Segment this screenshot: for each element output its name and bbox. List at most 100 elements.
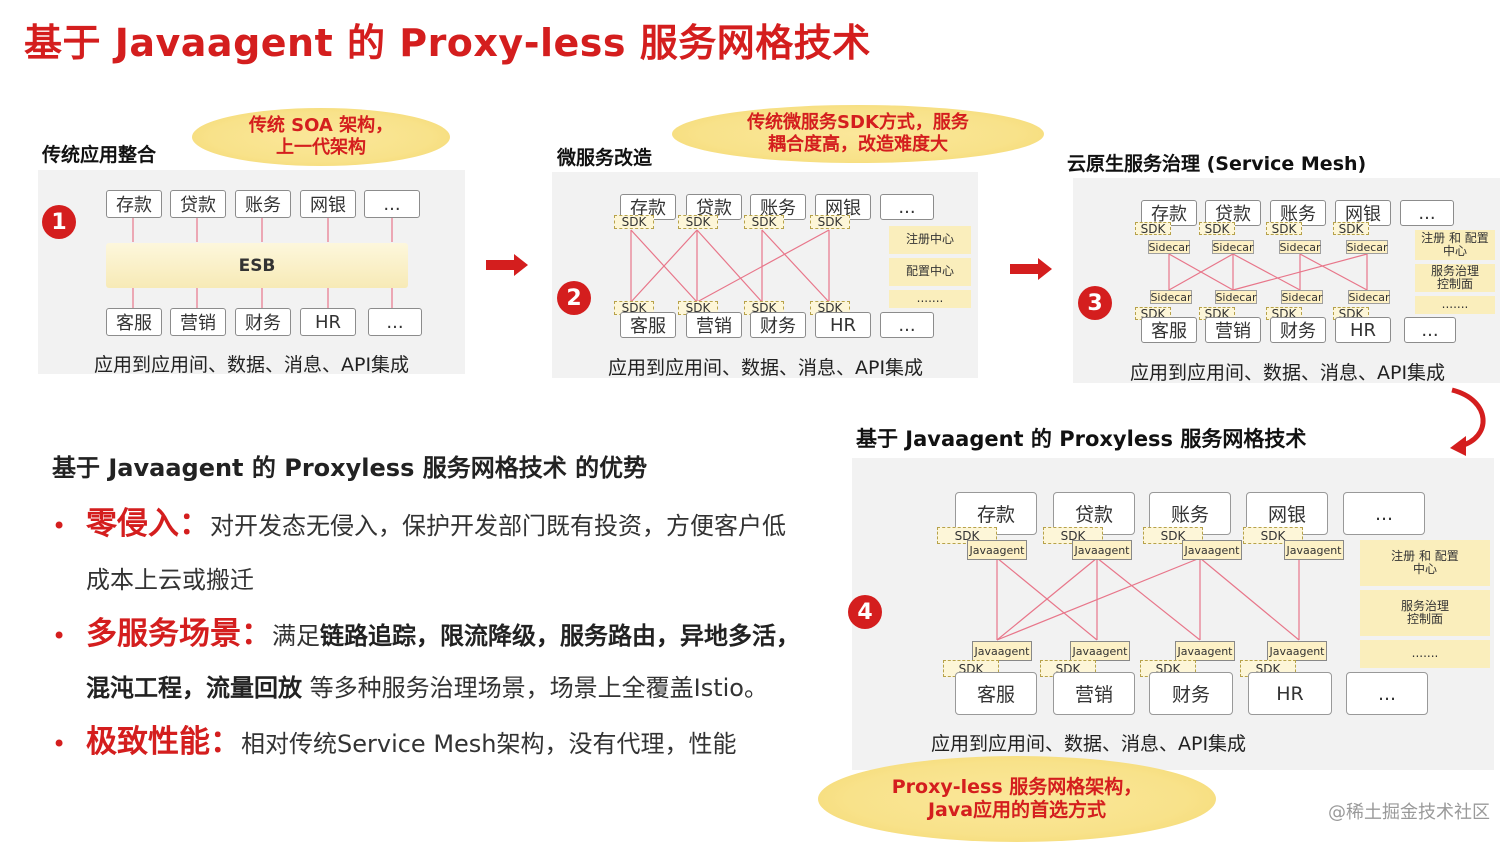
p1-bottom-hr: HR: [300, 308, 356, 336]
p2-sdk-tag: SDK: [810, 215, 850, 229]
p3-top-ebank: 网银: [1335, 200, 1391, 226]
p3-sidecar-tag: Sidecar: [1212, 240, 1254, 254]
p2-side-config: 配置中心: [889, 258, 971, 286]
p4-javaagent-tag: Javaagent: [1284, 540, 1344, 560]
step-number-4: 4: [848, 595, 882, 629]
p3-top-more: ...: [1400, 200, 1454, 226]
step-number-1: 1: [42, 205, 76, 239]
p3-sidecar-tag: Sidecar: [1279, 240, 1321, 254]
advantage-bold: 链路追踪，限流降级，服务路由，异地多活，: [320, 622, 800, 650]
p4-bottom-service: 客服: [955, 672, 1037, 715]
advantages-title: 基于 Javaagent 的 Proxyless 服务网格技术 的优势: [52, 454, 648, 482]
p4-side-registry-label: 注册 和 配置 中心: [1391, 548, 1459, 576]
p2-bottom-hr: HR: [815, 312, 871, 338]
panel2-bubble: 传统微服务SDK方式，服务 耦合度高，改造难度大: [672, 105, 1044, 163]
advantage-head: 多服务场景：: [86, 616, 272, 652]
advantage-multi-scenario-cont: 混沌工程，流量回放 等多种服务治理场景，场景上全覆盖Istio。: [86, 668, 768, 703]
panel3-title: 云原生服务治理 (Service Mesh): [1067, 153, 1367, 175]
p3-sdk-tag: SDK: [1135, 222, 1171, 235]
p3-sidecar-tag: Sidecar: [1148, 240, 1190, 254]
p4-bottom-hr: HR: [1248, 672, 1332, 715]
panel1-connectors: [132, 218, 393, 308]
p3-bottom-marketing: 营销: [1205, 317, 1261, 343]
panel1-bubble-line1: 传统 SOA 架构，: [248, 115, 394, 137]
bullet: •: [52, 730, 67, 758]
p2-top-more: ...: [880, 194, 934, 220]
arrow-right-icon: [486, 254, 528, 276]
p3-side-control-label: 服务治理 控制面: [1430, 263, 1479, 291]
watermark: @稀土掘金技术社区: [1328, 802, 1490, 823]
p1-top-loan: 贷款: [170, 190, 226, 218]
p3-side-registry-label: 注册 和 配置 中心: [1421, 230, 1489, 258]
p1-bottom-finance: 财务: [235, 308, 291, 336]
p4-javaagent-tag: Javaagent: [967, 540, 1027, 560]
p4-bottom-marketing: 营销: [1053, 672, 1135, 715]
p3-bottom-finance: 财务: [1270, 317, 1326, 343]
p2-bottom-finance: 财务: [750, 312, 806, 338]
p4-javaagent-tag: Javaagent: [1070, 641, 1130, 661]
panel2-title: 微服务改造: [557, 147, 653, 169]
p3-side-control: 服务治理 控制面: [1415, 264, 1495, 292]
panel2-bubble-line2: 耦合度高，改造难度大: [768, 134, 948, 155]
p3-sdk-tag: SDK: [1266, 222, 1302, 235]
advantage-zero-intrusion-cont: 成本上云或搬迁: [86, 566, 254, 594]
panel4-title: 基于 Javaagent 的 Proxyless 服务网格技术: [856, 427, 1307, 451]
p4-side-registry: 注册 和 配置 中心: [1360, 540, 1490, 586]
p4-javaagent-tag: Javaagent: [1182, 540, 1242, 560]
p4-side-more: .......: [1360, 640, 1490, 668]
advantage-performance: • 极致性能：相对传统Service Mesh架构，没有代理，性能: [52, 716, 737, 761]
p3-sidecar-tag: Sidecar: [1346, 240, 1388, 254]
panel2-bubble-line1: 传统微服务SDK方式，服务: [747, 112, 969, 134]
p4-side-control-label: 服务治理 控制面: [1400, 598, 1449, 626]
p2-sdk-tag: SDK: [614, 215, 654, 229]
p4-javaagent-tag: Javaagent: [972, 641, 1032, 661]
curved-arrow-icon: [1450, 387, 1486, 456]
p3-bottom-hr: HR: [1335, 317, 1391, 343]
bullet: •: [52, 622, 67, 650]
bullet: •: [52, 512, 67, 540]
panel4-bubble-line1: Proxy-less 服务网格架构，: [891, 776, 1143, 799]
advantage-head: 极致性能：: [86, 724, 241, 760]
advantage-text: 满足: [272, 622, 320, 650]
panel2-caption: 应用到应用间、数据、消息、API集成: [608, 357, 924, 379]
p1-top-more: ...: [364, 190, 420, 218]
p3-sidecar-tag: Sidecar: [1281, 290, 1323, 304]
arrow-right-icon: [1010, 258, 1052, 280]
panel4-bubble: Proxy-less 服务网格架构， Java应用的首选方式: [818, 756, 1216, 842]
p3-sdk-tag: SDK: [1199, 222, 1235, 235]
p4-javaagent-tag: Javaagent: [1267, 641, 1327, 661]
p4-bottom-finance: 财务: [1149, 672, 1233, 715]
p4-javaagent-tag: Javaagent: [1072, 540, 1132, 560]
panel3-connectors: [1168, 253, 1368, 291]
p1-bottom-marketing: 营销: [170, 308, 226, 336]
p3-top-loan: 贷款: [1205, 200, 1261, 226]
panel1-title: 传统应用整合: [42, 144, 157, 166]
panel2-connectors: [630, 229, 830, 303]
p3-sidecar-tag: Sidecar: [1215, 290, 1257, 304]
p1-top-accounting: 账务: [235, 190, 291, 218]
p3-sdk-tag: SDK: [1333, 222, 1369, 235]
advantage-multi-scenario: • 多服务场景：满足链路追踪，限流降级，服务路由，异地多活，: [52, 608, 800, 653]
panel4-connectors: [996, 557, 1300, 641]
p3-sidecar-tag: Sidecar: [1150, 290, 1192, 304]
p3-side-more: .......: [1415, 296, 1495, 314]
p2-sdk-tag: SDK: [744, 301, 784, 315]
p1-bottom-service: 客服: [106, 308, 162, 336]
p4-sdk-tag: SDK: [1143, 527, 1203, 544]
p3-bottom-service: 客服: [1141, 317, 1197, 343]
esb-bar: ESB: [106, 243, 408, 288]
panel3-caption: 应用到应用间、数据、消息、API集成: [1130, 362, 1446, 384]
panel4-bubble-line2: Java应用的首选方式: [927, 799, 1107, 821]
advantage-zero-intrusion: •零侵入：对开发态无侵入，保护开发部门既有投资，方便客户低: [52, 498, 786, 543]
p1-bottom-more: ...: [368, 308, 422, 336]
p4-top-more: ...: [1343, 492, 1425, 535]
advantage-text: 相对传统Service Mesh架构，没有代理，性能: [241, 730, 737, 758]
p2-bottom-service: 客服: [620, 312, 676, 338]
p1-top-ebank: 网银: [300, 190, 356, 218]
panel1-caption: 应用到应用间、数据、消息、API集成: [94, 354, 410, 376]
p4-sdk-tag: SDK: [1243, 527, 1303, 544]
p3-sdk-tag: SDK: [1266, 307, 1302, 320]
panel1-bubble: 传统 SOA 架构， 上一代架构: [192, 108, 450, 166]
advantage-bold: 混沌工程，流量回放: [86, 674, 302, 702]
p3-side-registry: 注册 和 配置 中心: [1415, 230, 1495, 260]
